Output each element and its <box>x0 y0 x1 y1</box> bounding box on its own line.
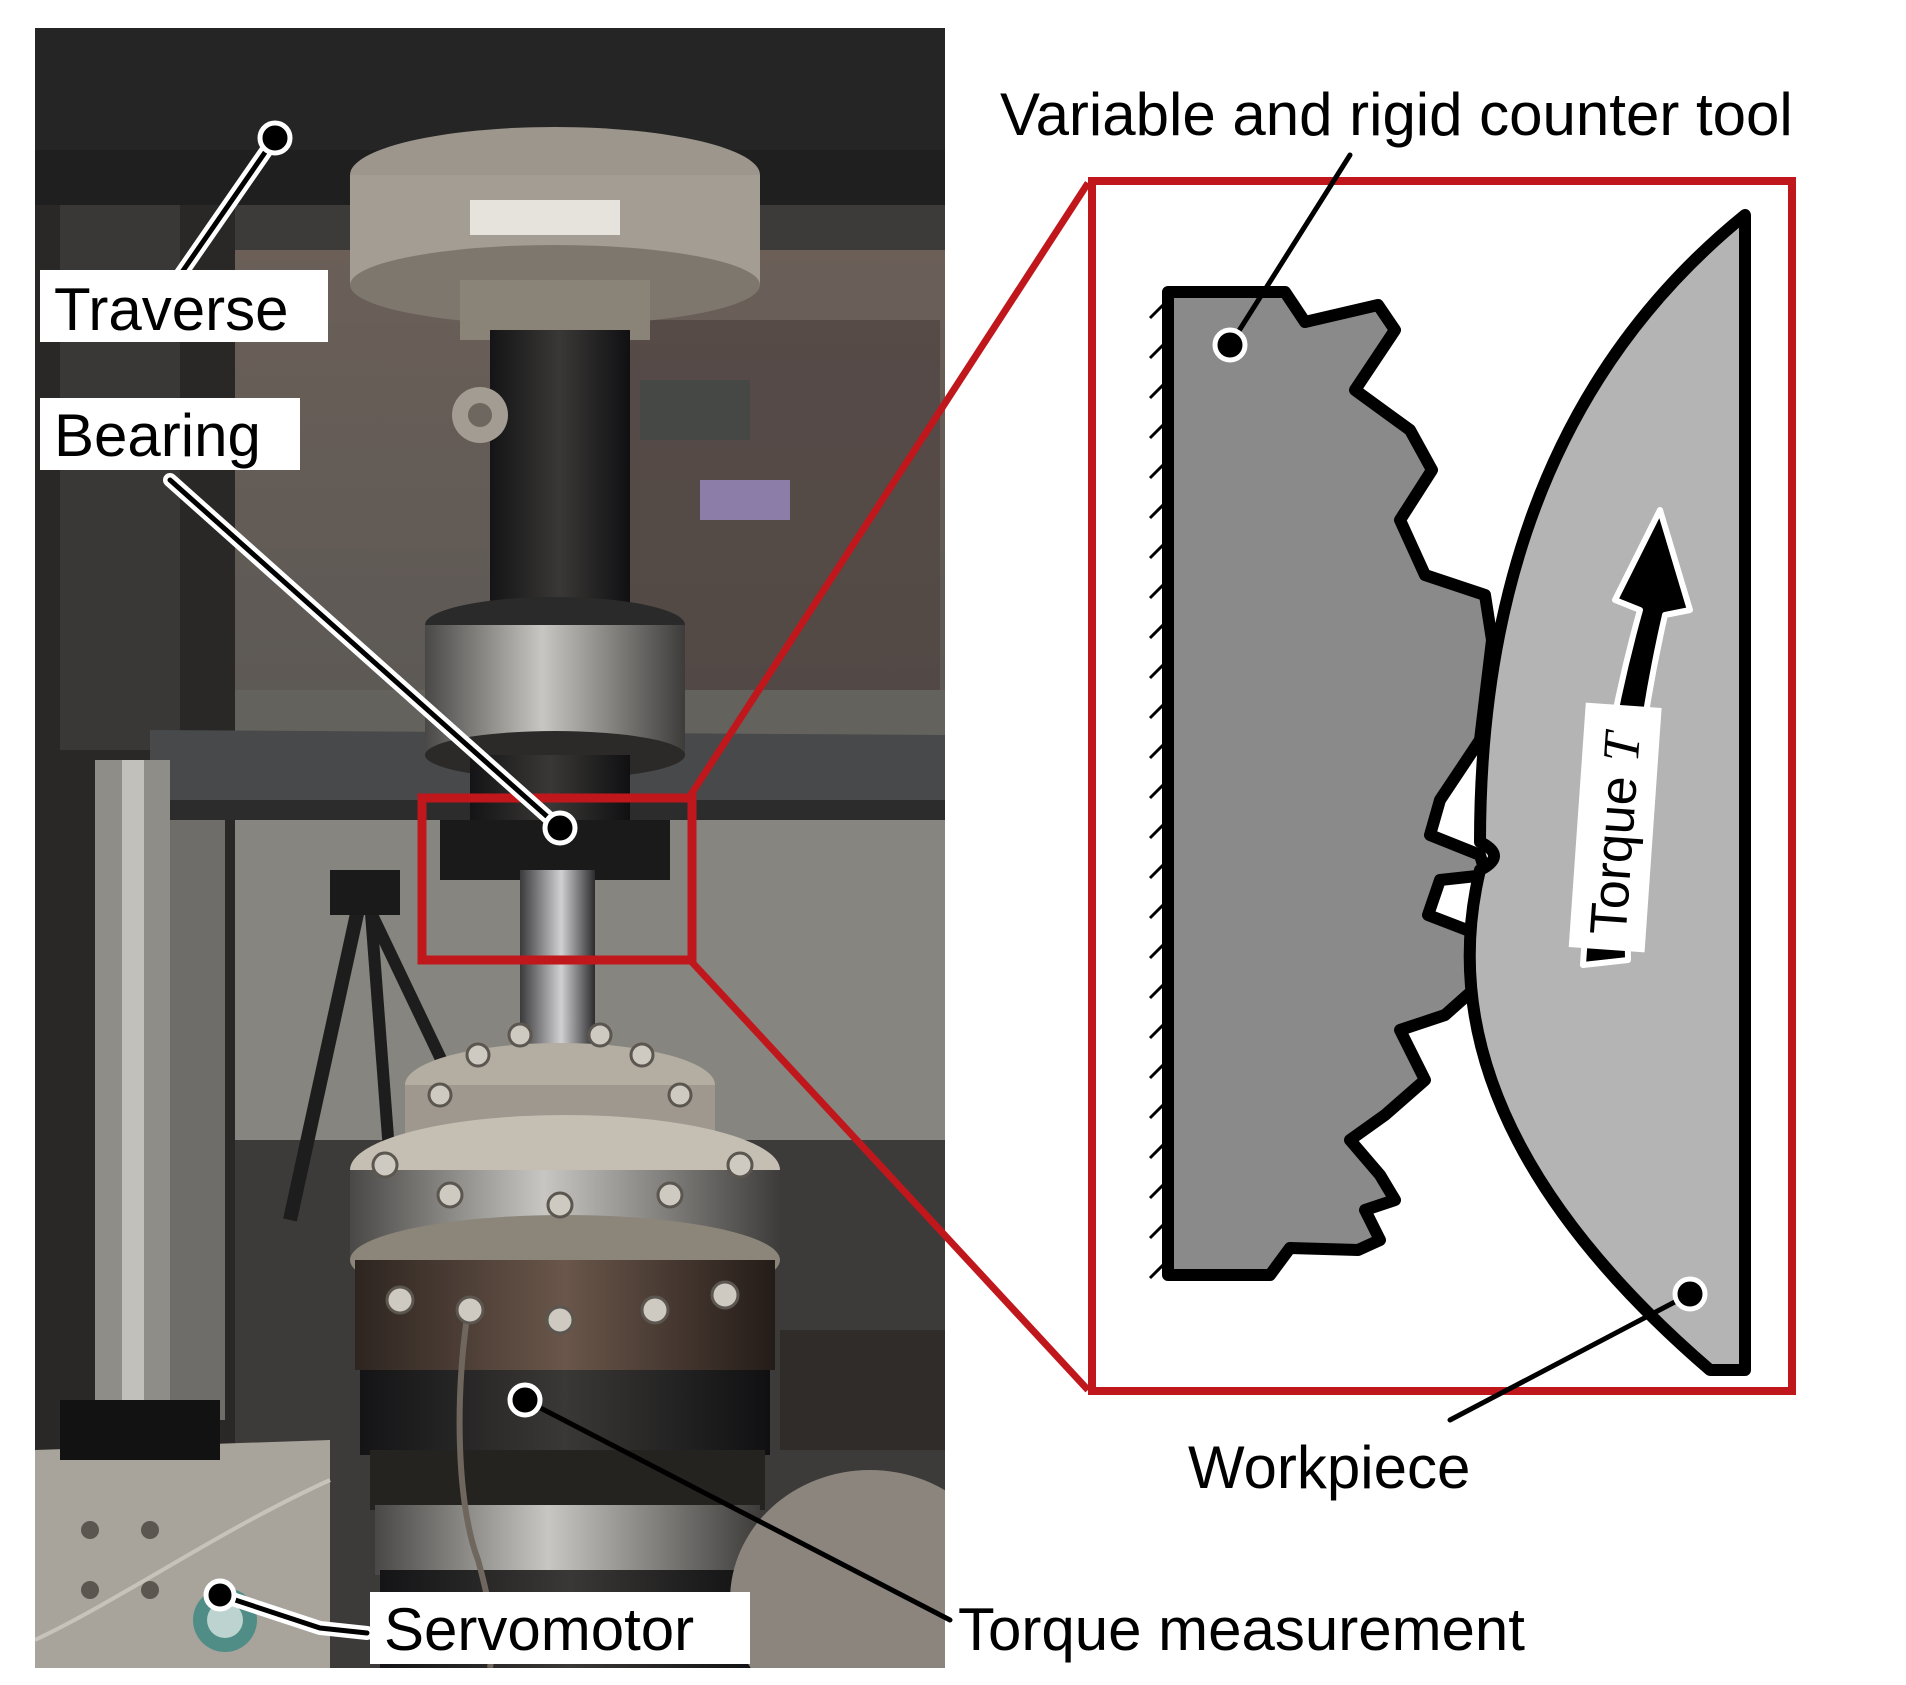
traverse-leader <box>177 135 278 278</box>
callout-dots <box>203 120 1708 1612</box>
workpiece-leader <box>1447 1291 1693 1423</box>
counter-tool-shape <box>1162 286 1498 1281</box>
servomotor-label-bg <box>370 1592 750 1664</box>
counter-tool-schematic: Torque T <box>1148 209 1751 1376</box>
test-rig-photo <box>35 28 945 1668</box>
bearing-label-bg <box>40 398 300 470</box>
workpiece-label: Workpiece <box>1188 1434 1470 1501</box>
servomotor-label: Servomotor <box>384 1596 694 1663</box>
bearing-label: Bearing <box>54 402 261 469</box>
traverse-label: Traverse <box>54 276 289 343</box>
torque-measurement-label: Torque measurement <box>958 1596 1525 1663</box>
counter-tool-label: Variable and rigid counter tool <box>1000 81 1793 148</box>
traverse-label-bg <box>40 270 328 342</box>
counter-tool-leader <box>1227 152 1353 348</box>
bearing-highlight-box <box>417 793 697 965</box>
torque-label: Torque T <box>1580 728 1652 937</box>
servomotor-leader <box>217 1592 370 1636</box>
zoom-connector <box>687 181 1091 1393</box>
bearing-leader <box>167 477 563 831</box>
torque-measurement-leader <box>522 1397 953 1623</box>
